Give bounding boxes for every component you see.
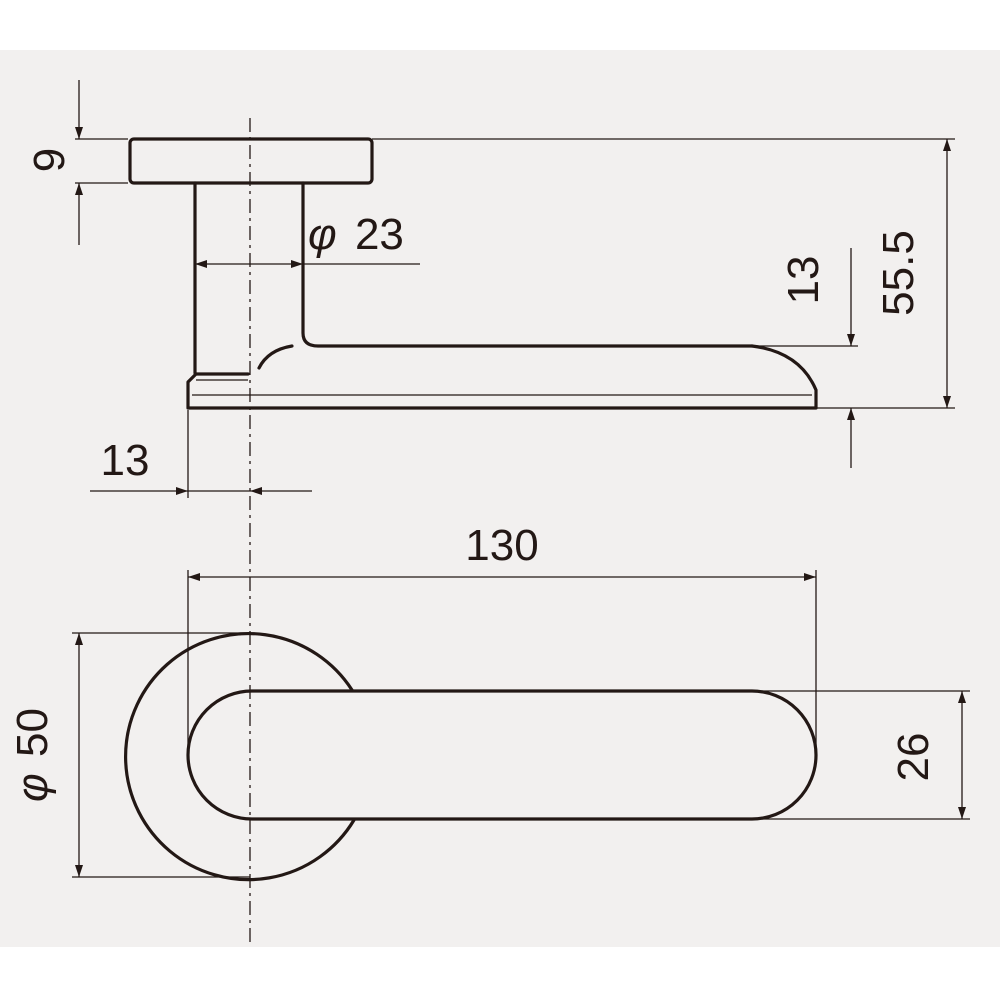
lever-width-value: 26 bbox=[889, 733, 938, 782]
spindle-diameter-label: φ 23 bbox=[308, 210, 404, 259]
drawing-background bbox=[0, 50, 1000, 947]
spindle-diameter-symbol: φ bbox=[308, 210, 337, 259]
rose-thickness-value: 9 bbox=[25, 148, 74, 172]
dim-spindle-diameter: φ 23 bbox=[195, 210, 420, 268]
rose-diameter-symbol: φ bbox=[8, 773, 57, 802]
lever-thickness-value: 13 bbox=[779, 256, 828, 305]
lever-arm-side bbox=[186, 344, 818, 410]
dim-rose-thickness: 9 bbox=[25, 80, 128, 245]
side-view bbox=[128, 137, 818, 410]
dim-lever-length: 130 bbox=[187, 521, 817, 760]
total-height-value: 55.5 bbox=[874, 230, 923, 316]
rose-plate-top bbox=[124, 632, 356, 882]
rose-diameter-value: 50 bbox=[8, 708, 57, 757]
dim-rose-diameter: φ 50 bbox=[8, 632, 250, 878]
rose-diameter-label: φ 50 bbox=[8, 708, 57, 802]
spindle-diameter-value: 23 bbox=[355, 210, 404, 259]
dim-rose-offset: 13 bbox=[90, 410, 312, 498]
rose-offset-value: 13 bbox=[101, 436, 150, 485]
dim-lever-thickness: 13 bbox=[752, 248, 955, 468]
lever-length-value: 130 bbox=[465, 521, 538, 570]
rose-plate-side bbox=[128, 137, 374, 185]
spindle-neck bbox=[193, 181, 754, 375]
dim-lever-width: 26 bbox=[752, 690, 970, 820]
dim-total-height: 55.5 bbox=[372, 138, 955, 408]
